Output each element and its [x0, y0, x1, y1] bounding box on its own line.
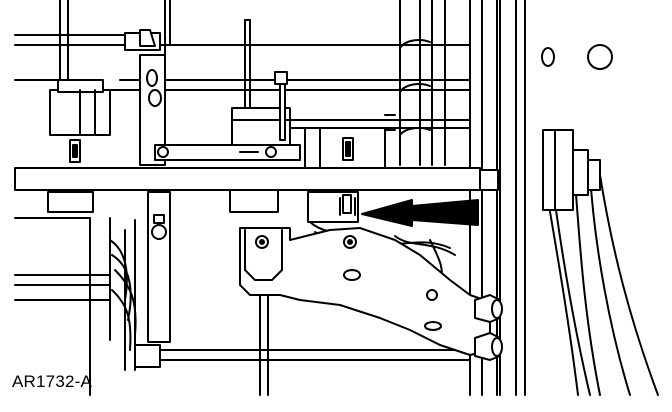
main-crossbar	[15, 168, 498, 190]
vertical-post	[148, 192, 170, 342]
vertical-rod	[245, 20, 250, 110]
electrical-connector	[305, 115, 395, 170]
top-clip	[125, 0, 170, 50]
panel-holes	[542, 45, 612, 69]
lower-left-structure	[15, 192, 160, 395]
lower-rail	[160, 295, 470, 395]
latch-actuator	[155, 72, 300, 160]
wire-clips	[400, 40, 430, 135]
small-connector	[230, 190, 358, 222]
mounting-bracket	[240, 228, 490, 355]
hinge-bolts	[475, 295, 502, 360]
wire-harness-left	[110, 240, 136, 350]
pointer-arrow	[362, 200, 478, 226]
left-connector	[50, 80, 110, 162]
door-hinge-bracket	[543, 130, 600, 210]
right-frame	[470, 0, 658, 395]
figure-code: AR1732-A	[12, 372, 93, 391]
upper-rails	[15, 0, 470, 165]
left-vertical-bracket	[60, 0, 165, 165]
